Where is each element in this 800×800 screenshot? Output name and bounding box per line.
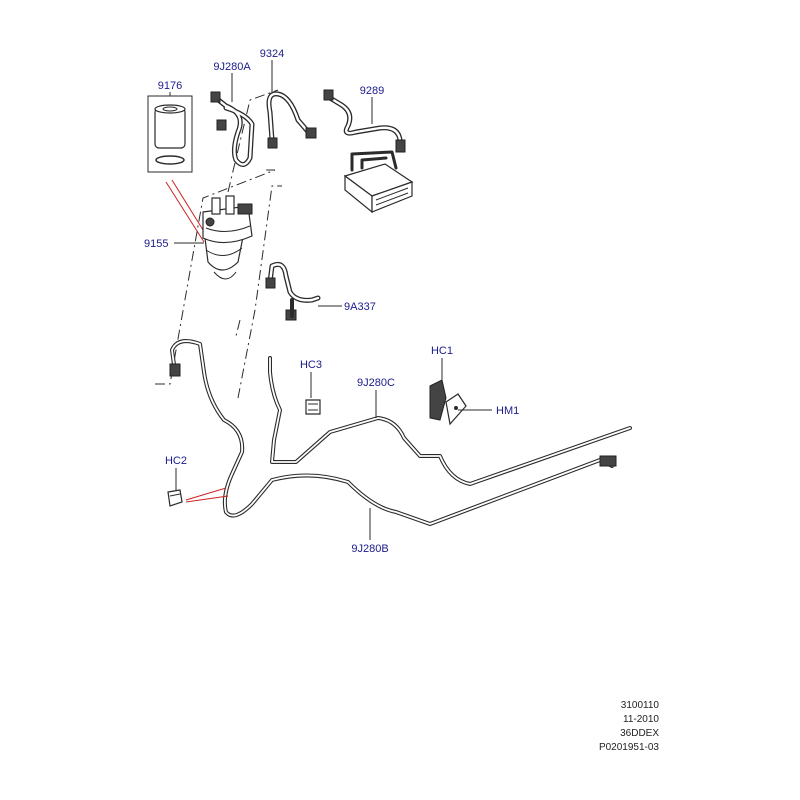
info-line-4: P0201951-03 xyxy=(599,742,659,753)
info-line-2: 11-2010 xyxy=(623,714,659,725)
highlight-leader-a xyxy=(171,179,209,239)
label-9324: 9324 xyxy=(260,48,284,60)
label-9J280A: 9J280A xyxy=(213,61,251,73)
label-9A337: 9A337 xyxy=(344,301,376,313)
info-line-3: 36DDEX xyxy=(620,728,659,739)
pipe-9A337 xyxy=(265,261,321,321)
label-9289: 9289 xyxy=(360,85,384,97)
pipe-9324 xyxy=(266,91,317,149)
boundary-filter xyxy=(155,169,276,385)
clip-HC1 xyxy=(429,379,447,421)
diagram-frame xyxy=(135,38,665,760)
label-9155: 9155 xyxy=(144,238,168,250)
pipe-9289 xyxy=(323,89,406,153)
clip-HC3 xyxy=(305,399,321,415)
highlight-leader-b xyxy=(165,181,205,243)
label-HC2: HC2 xyxy=(165,455,187,467)
mount-HM1 xyxy=(445,393,467,426)
label-HC1: HC1 xyxy=(431,345,453,357)
label-HC3: HC3 xyxy=(300,359,322,371)
highlight-leader-d xyxy=(185,495,229,503)
pipe-9J280A xyxy=(210,91,255,167)
main-fuel-lines xyxy=(169,339,632,526)
boundary-pipe-b xyxy=(227,89,279,193)
fuel-cooler xyxy=(343,150,414,214)
clip-HC2 xyxy=(167,489,183,507)
label-9176: 9176 xyxy=(158,80,182,92)
filter-element-inset xyxy=(147,95,193,173)
info-line-1: 3100110 xyxy=(621,700,660,711)
label-9J280C: 9J280C xyxy=(357,377,395,389)
highlight-leader-c xyxy=(185,487,227,501)
label-9J280B: 9J280B xyxy=(351,543,388,555)
boundary-pipe-a xyxy=(237,185,282,399)
fuel-filter-housing xyxy=(202,195,253,280)
label-HM1: HM1 xyxy=(496,405,519,417)
boundary-pipe-c xyxy=(235,319,241,337)
